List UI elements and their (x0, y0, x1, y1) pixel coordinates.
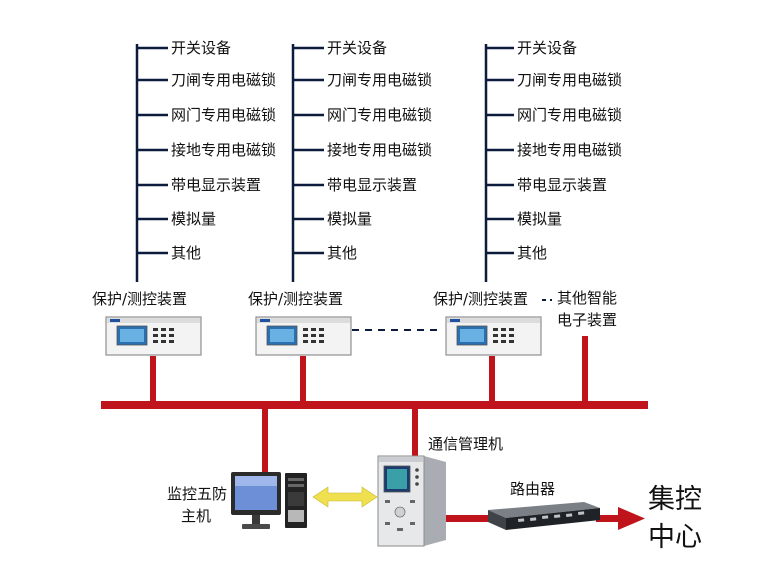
branch-3-item-2: 刀闸专用电磁锁 (517, 71, 623, 89)
comm-manager-device-icon (377, 455, 446, 547)
device-label-2: 保护/测控装置 (248, 290, 344, 308)
bus-drop-other (582, 336, 588, 404)
branch-1-item-5: 带电显示装置 (171, 176, 262, 194)
protection-device-2 (255, 316, 352, 356)
bus-drop-monitor (262, 405, 268, 473)
branch-2-item-4: 接地专用电磁锁 (327, 141, 433, 159)
branch-3-item-7: 其他 (517, 244, 548, 262)
yellow-double-arrow (312, 486, 378, 508)
arrow-to-center (618, 507, 645, 530)
tree-ticks-1 (137, 46, 168, 255)
control-center-label-2: 中心 (648, 522, 702, 553)
bus-drop-2 (300, 356, 306, 404)
router-icon (488, 502, 600, 530)
branch-3-item-5: 带电显示装置 (517, 176, 608, 194)
tree-ticks-3 (486, 46, 514, 255)
other-device-label-2: 电子装置 (557, 311, 618, 329)
other-device-label-1: 其他智能 (557, 289, 618, 307)
branch-2-item-5: 带电显示装置 (327, 176, 418, 194)
link-comm-router (446, 515, 488, 522)
monitor-host-label-1: 监控五防 (167, 485, 228, 503)
branch-3-item-3: 网门专用电磁锁 (517, 106, 623, 124)
tree-ticks-2 (293, 46, 324, 255)
branch-1-item-4: 接地专用电磁锁 (171, 141, 277, 159)
branch-1-item-7: 其他 (171, 244, 202, 262)
branch-2-item-2: 刀闸专用电磁锁 (327, 71, 433, 89)
protection-device-1 (105, 316, 202, 356)
control-center-label-1: 集控 (648, 484, 702, 515)
monitor-host-label-2: 主机 (181, 507, 212, 525)
bus-drop-comm (412, 405, 418, 457)
branch-2-item-1: 开关设备 (327, 39, 388, 57)
bus-drop-3 (489, 356, 495, 404)
branch-1-item-1: 开关设备 (171, 39, 232, 57)
comm-manager-label: 通信管理机 (428, 435, 504, 453)
branch-2-item-3: 网门专用电磁锁 (327, 106, 433, 124)
branch-1-item-6: 模拟量 (171, 210, 217, 228)
bus-line (101, 401, 648, 409)
router-label: 路由器 (510, 480, 556, 498)
branch-3-item-1: 开关设备 (517, 39, 578, 57)
device-label-1: 保护/测控装置 (92, 290, 188, 308)
branch-2-item-7: 其他 (327, 244, 358, 262)
branch-2-item-6: 模拟量 (327, 210, 373, 228)
protection-device-3 (445, 316, 542, 356)
branch-3-item-4: 接地专用电磁锁 (517, 141, 623, 159)
bus-drop-1 (150, 356, 156, 404)
branch-1-item-2: 刀闸专用电磁锁 (171, 71, 277, 89)
device-label-3: 保护/测控装置 (433, 290, 529, 308)
branch-3-item-6: 模拟量 (517, 210, 563, 228)
link-router-center (596, 515, 620, 522)
monitor-computer-icon (231, 472, 307, 529)
branch-1-item-3: 网门专用电磁锁 (171, 106, 277, 124)
